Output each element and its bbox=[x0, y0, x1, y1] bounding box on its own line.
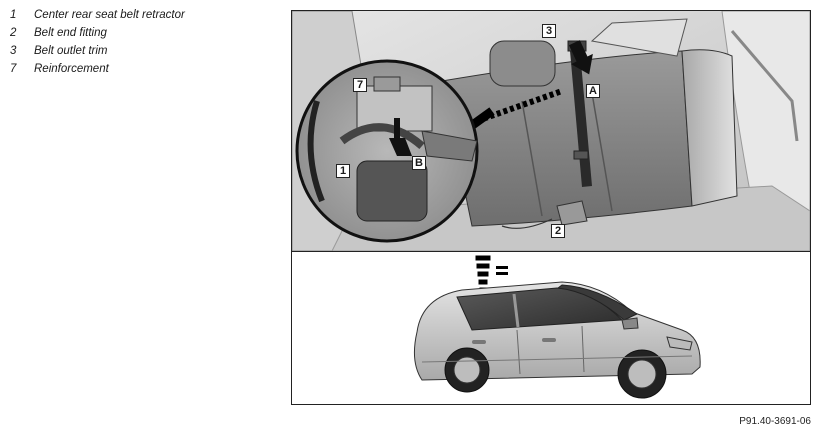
legend-list: 1 Center rear seat belt retractor 2 Belt… bbox=[10, 6, 185, 78]
illustration-figure: 3 A 7 B 1 2 bbox=[291, 10, 811, 405]
legend-number: 3 bbox=[10, 45, 17, 57]
legend-item: 3 Belt outlet trim bbox=[10, 42, 185, 60]
legend-label: Center rear seat belt retractor bbox=[34, 9, 185, 21]
vehicle-overview bbox=[292, 252, 810, 404]
callout-b: B bbox=[412, 156, 426, 170]
legend-item: 1 Center rear seat belt retractor bbox=[10, 6, 185, 24]
callout-1: 1 bbox=[336, 164, 350, 178]
vehicle-illustration bbox=[413, 255, 701, 399]
legend-label: Belt outlet trim bbox=[34, 45, 108, 57]
figure-reference-code: P91.40-3691-06 bbox=[739, 416, 811, 427]
legend-number: 7 bbox=[10, 63, 17, 75]
detail-illustration bbox=[292, 11, 810, 251]
legend-number: 1 bbox=[10, 9, 17, 21]
legend-item: 2 Belt end fitting bbox=[10, 24, 185, 42]
callout-3: 3 bbox=[542, 24, 556, 38]
legend-item: 7 Reinforcement bbox=[10, 60, 185, 78]
callout-2: 2 bbox=[551, 224, 565, 238]
legend-label: Reinforcement bbox=[34, 63, 109, 75]
callout-a: A bbox=[586, 84, 600, 98]
detail-view: 3 A 7 B 1 2 bbox=[292, 11, 810, 252]
legend-number: 2 bbox=[10, 27, 17, 39]
legend-label: Belt end fitting bbox=[34, 27, 107, 39]
callout-7: 7 bbox=[353, 78, 367, 92]
